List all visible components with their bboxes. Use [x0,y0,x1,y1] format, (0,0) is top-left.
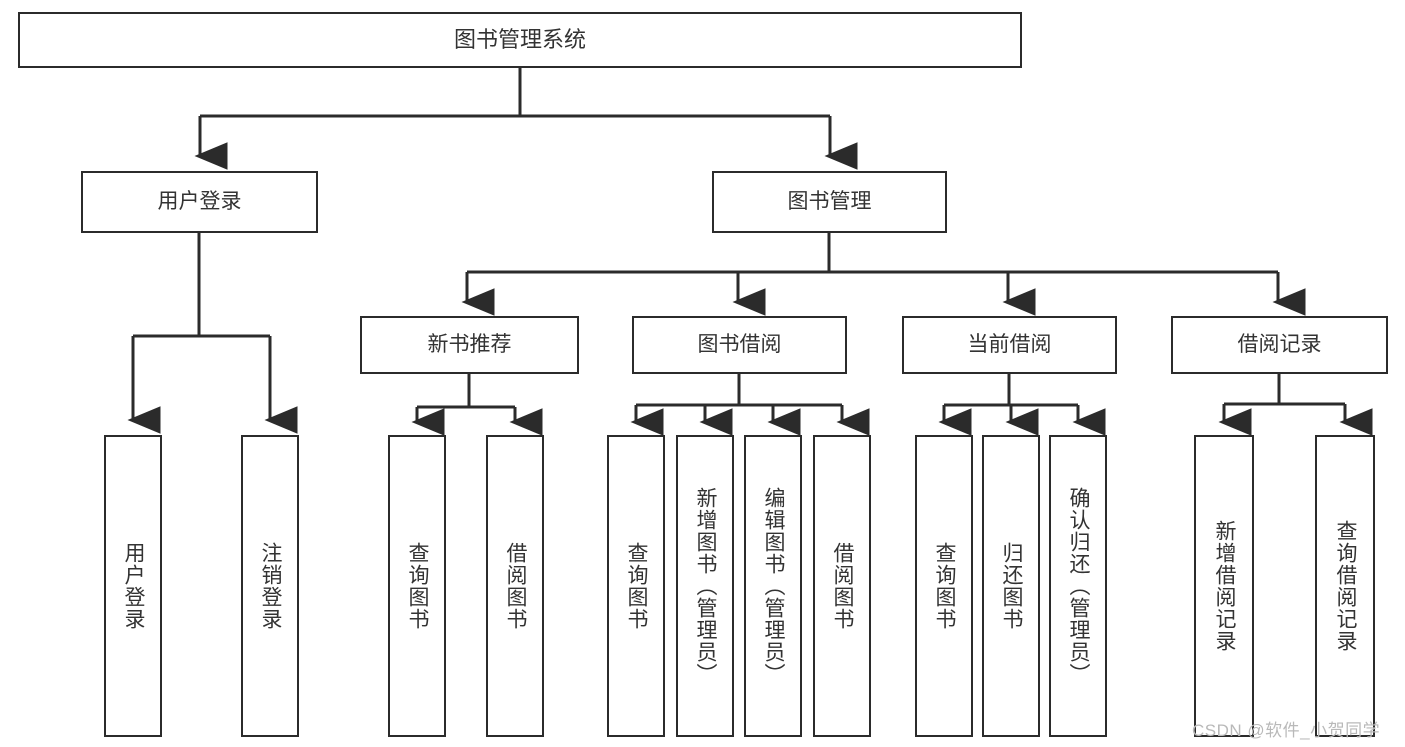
leaf-query-book-recommend[interactable]: 查询图书 [388,435,446,737]
node-label: 编辑图书（管理员） [762,487,786,685]
node-label: 新增借阅记录 [1213,520,1237,652]
node-label: 图书管理 [787,189,872,213]
node-label: 图书管理系统 [453,27,586,53]
leaf-query-book-borrow[interactable]: 查询图书 [607,435,665,737]
node-label: 用户登录 [122,542,146,630]
node-label: 借阅记录 [1237,332,1322,356]
node-label: 查询图书 [625,542,649,630]
node-label: 新增图书（管理员） [694,487,718,685]
node-label: 新书推荐 [427,332,512,356]
leaf-edit-book-admin[interactable]: 编辑图书（管理员） [744,435,802,737]
node-label: 借阅图书 [831,542,855,630]
node-label: 注销登录 [259,542,283,630]
leaf-user-login[interactable]: 用户登录 [104,435,162,737]
node-user-login[interactable]: 用户登录 [81,171,318,233]
node-label: 借阅图书 [504,542,528,630]
node-book-borrow[interactable]: 图书借阅 [632,316,847,374]
leaf-confirm-return-admin[interactable]: 确认归还（管理员） [1049,435,1107,737]
node-label: 归还图书 [1000,542,1024,630]
node-new-book-recommend[interactable]: 新书推荐 [360,316,579,374]
node-borrow-record[interactable]: 借阅记录 [1171,316,1388,374]
node-label: 图书借阅 [697,332,782,356]
node-root-system[interactable]: 图书管理系统 [18,12,1022,68]
leaf-query-borrow-record[interactable]: 查询借阅记录 [1315,435,1375,737]
node-label: 当前借阅 [967,332,1052,356]
node-label: 查询图书 [406,542,430,630]
leaf-query-book-current[interactable]: 查询图书 [915,435,973,737]
leaf-borrow-book-recommend[interactable]: 借阅图书 [486,435,544,737]
leaf-return-book[interactable]: 归还图书 [982,435,1040,737]
leaf-borrow-book[interactable]: 借阅图书 [813,435,871,737]
node-label: 确认归还（管理员） [1067,487,1091,685]
node-book-management[interactable]: 图书管理 [712,171,947,233]
leaf-add-book-admin[interactable]: 新增图书（管理员） [676,435,734,737]
node-label: 用户登录 [157,189,242,213]
leaf-logout[interactable]: 注销登录 [241,435,299,737]
watermark-text: CSDN @软件_小贺同学 [1192,721,1381,740]
node-current-borrow[interactable]: 当前借阅 [902,316,1117,374]
node-label: 查询图书 [933,542,957,630]
node-label: 查询借阅记录 [1334,520,1358,652]
leaf-add-borrow-record[interactable]: 新增借阅记录 [1194,435,1254,737]
